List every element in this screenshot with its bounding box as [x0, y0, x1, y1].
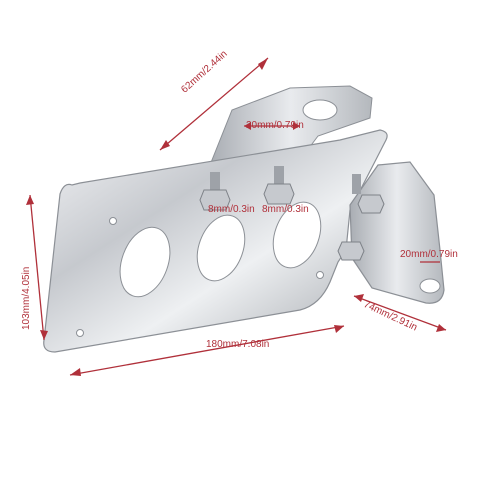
bolt-side-upper [352, 174, 385, 214]
dimension-label-bolt-left: 8mm/0.3in [208, 204, 255, 215]
bolt-side-lower [337, 241, 365, 261]
dim-103mm [26, 194, 48, 341]
bolt-right [263, 166, 295, 205]
dimension-label-side-hole: 20mm/0.79in [400, 249, 458, 260]
plate-hole-middle [196, 214, 246, 282]
dimension-label-plate-length: 180mm/7.08in [206, 339, 270, 350]
dim-62mm [159, 57, 269, 151]
dimension-label-bolt-right: 8mm/0.3in [262, 204, 309, 215]
mount-hole-3 [316, 271, 324, 279]
upper-bracket-hole [302, 99, 338, 121]
bolt-left [199, 172, 231, 211]
dimension-label-upper-hole: 20mm/0.79in [246, 120, 304, 131]
dimension-label-plate-height: 103mm/4.05in [21, 266, 32, 330]
mount-hole-1 [109, 217, 117, 225]
dim-20mm-upper [244, 122, 300, 130]
dim-74mm [353, 294, 447, 332]
dim-180mm [69, 325, 345, 376]
side-arm-hole [419, 278, 441, 294]
plate-hole-left [119, 226, 171, 298]
mount-hole-2 [76, 329, 84, 337]
plate-hole-right [272, 201, 322, 269]
